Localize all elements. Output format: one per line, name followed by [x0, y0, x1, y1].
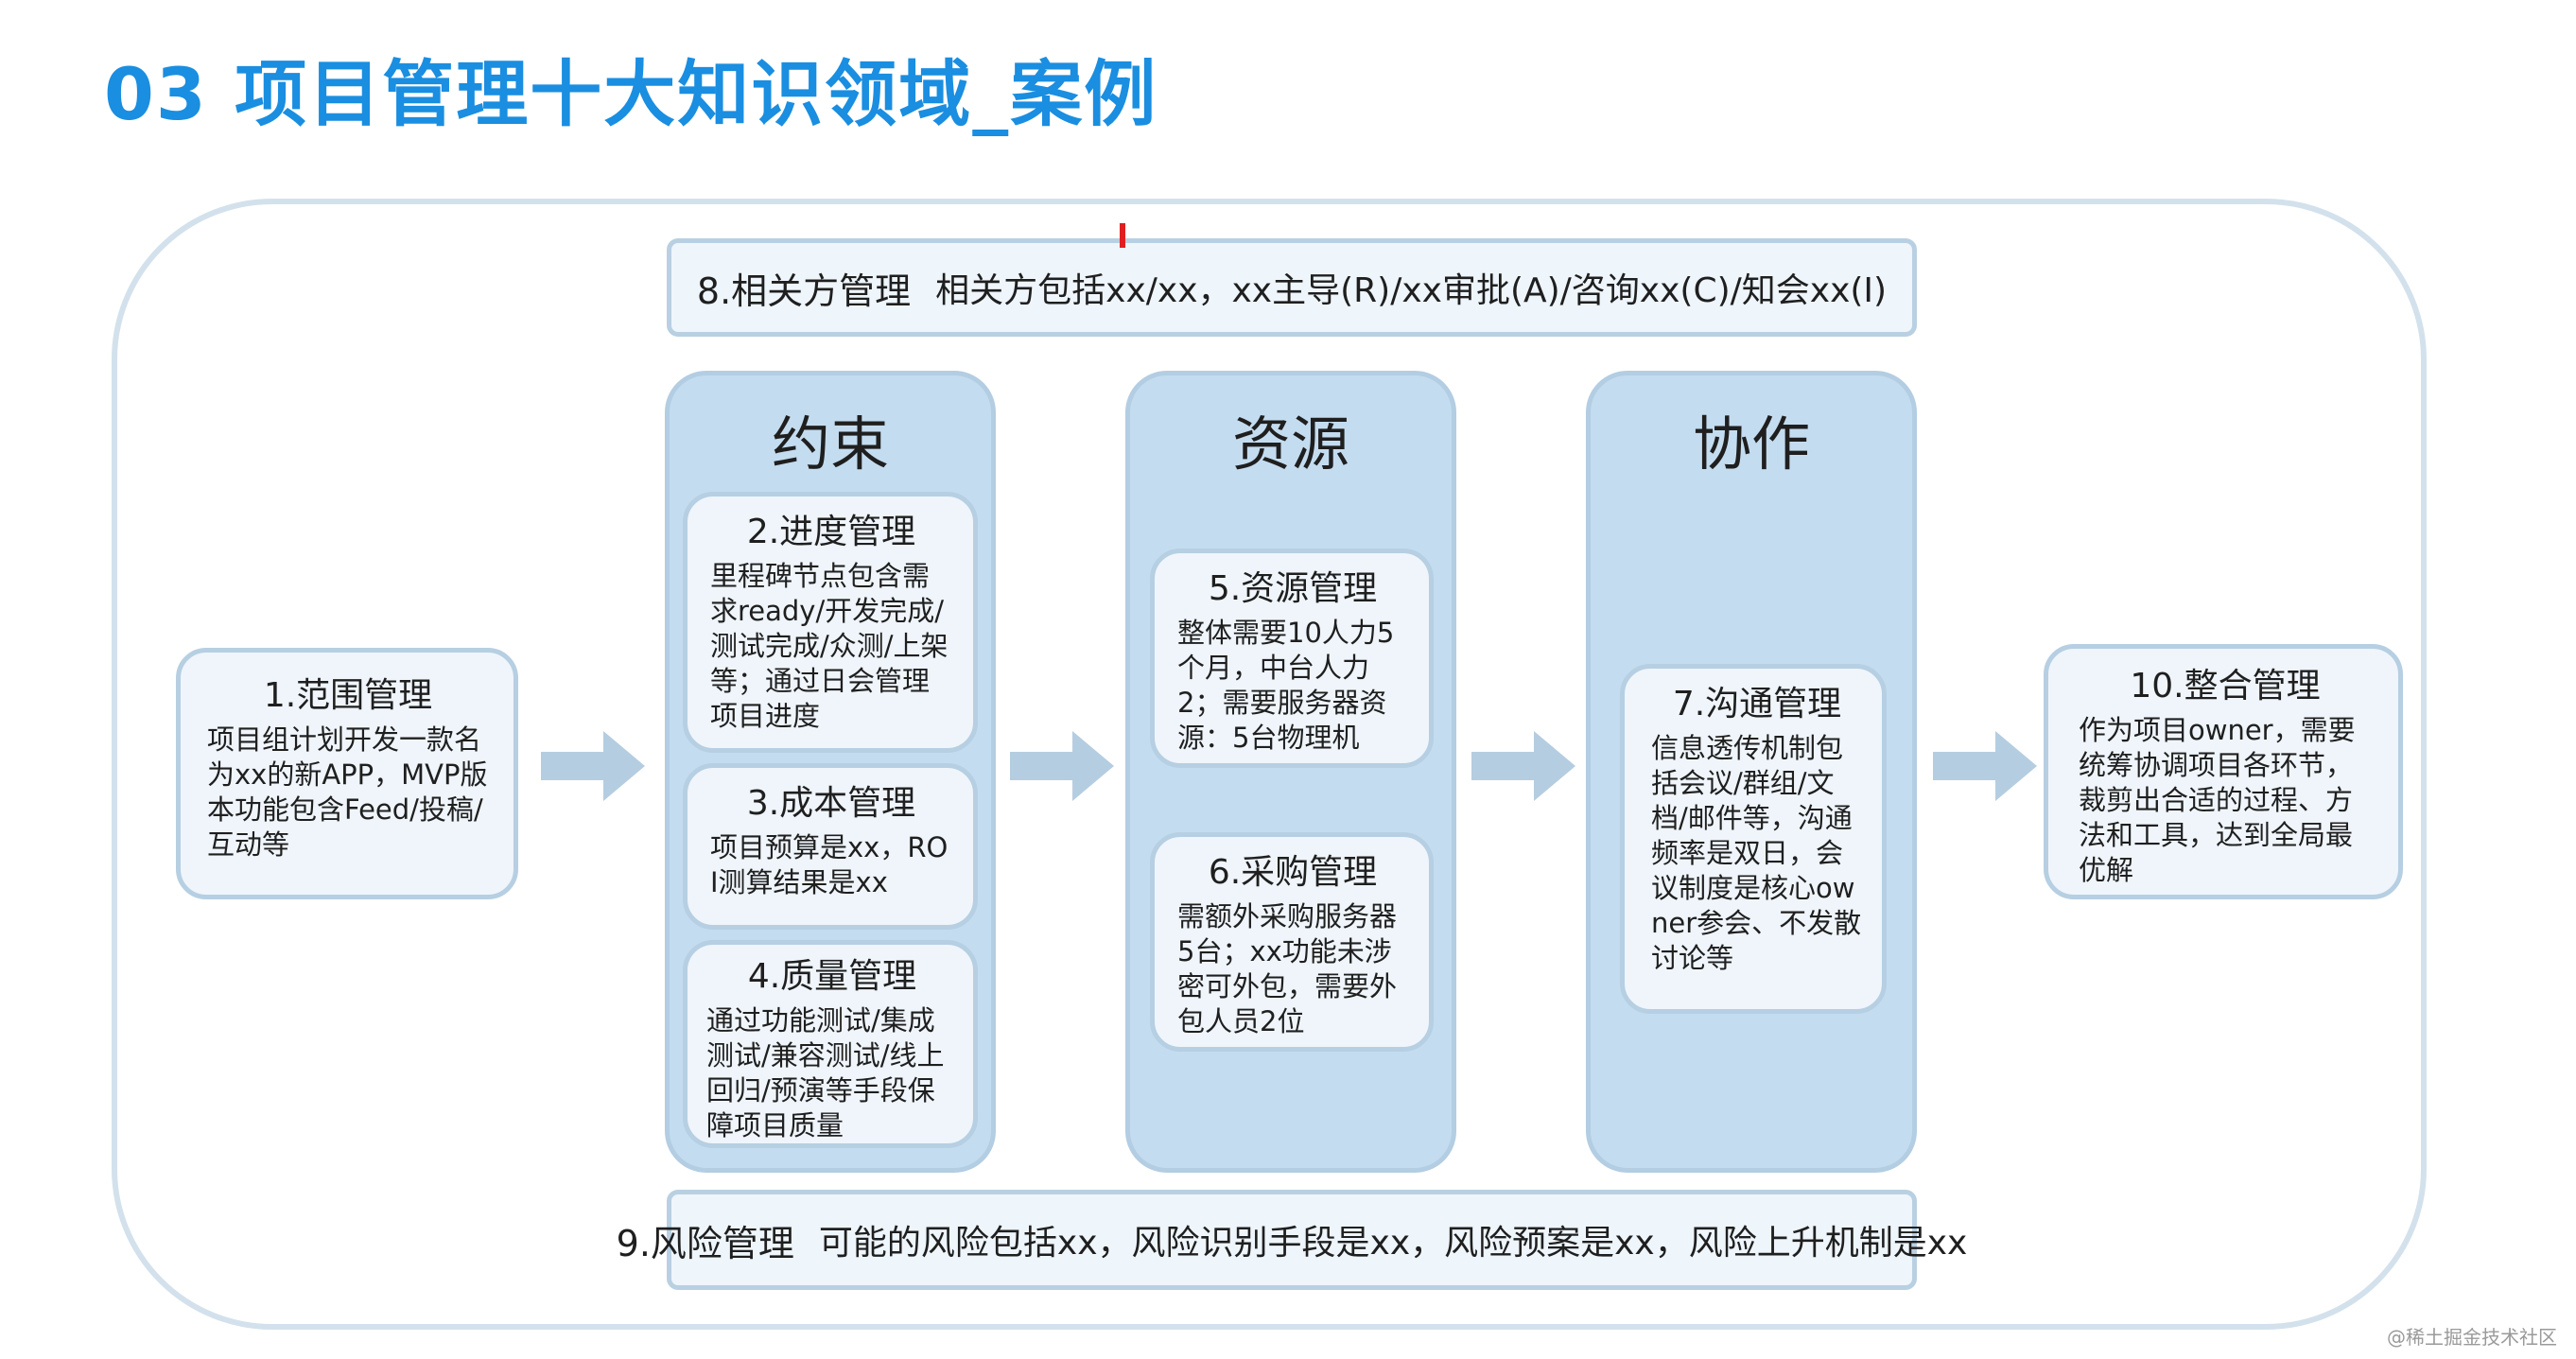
cost-title: 3.成本管理: [746, 784, 916, 823]
quality-body: 通过功能测试/集成测试/兼容测试/线上回归/预演等手段保障项目质量: [706, 1004, 945, 1141]
risk-label: 9.风险管理: [616, 1222, 794, 1264]
scope-title: 1.范围管理: [263, 676, 433, 715]
scope-body: 项目组计划开发一款名为xx的新APP，MVP版本功能包含Feed/投稿/互动等: [207, 723, 488, 861]
scope-management-card: 1.范围管理 项目组计划开发一款名为xx的新APP，MVP版本功能包含Feed/…: [176, 648, 518, 899]
collaboration-title: 协作: [1692, 409, 1810, 479]
arrow-right-icon: [1471, 731, 1575, 801]
stakeholder-label: 8.相关方管理: [696, 270, 912, 312]
communication-body: 信息透传机制包括会议/群组/文档/邮件等，沟通频率是双日，会议制度是核心owne…: [1651, 732, 1862, 974]
arrow-right-icon: [1010, 731, 1114, 801]
cost-body: 项目预算是xx，ROI测算结果是xx: [710, 831, 949, 898]
constraints-column: 约束 2.进度管理 里程碑节点包含需求ready/开发完成/测试完成/众测/上架…: [665, 371, 996, 1173]
schedule-management-card: 2.进度管理 里程碑节点包含需求ready/开发完成/测试完成/众测/上架等；通…: [683, 492, 978, 753]
risk-text: 可能的风险包括xx，风险识别手段是xx，风险预案是xx，风险上升机制是xx: [818, 1224, 1968, 1263]
resources-column: 资源 5.资源管理 整体需要10人力5个月，中台人力2；需要服务器资源：5台物理…: [1125, 371, 1456, 1173]
resource-body: 整体需要10人力5个月，中台人力2；需要服务器资源：5台物理机: [1177, 617, 1395, 754]
stakeholder-management-bar: 8.相关方管理 相关方包括xx/xx，xx主导(R)/xx审批(A)/咨询xx(…: [667, 238, 1917, 337]
arrow-right-icon: [1933, 731, 2037, 801]
resources-title: 资源: [1231, 409, 1349, 479]
communication-title: 7.沟通管理: [1672, 685, 1842, 723]
risk-management-bar: 9.风险管理 可能的风险包括xx，风险识别手段是xx，风险预案是xx，风险上升机…: [617, 1190, 1967, 1290]
cursor-marker: [1120, 223, 1125, 248]
cost-management-card: 3.成本管理 项目预算是xx，ROI测算结果是xx: [683, 763, 978, 930]
constraints-title: 约束: [771, 409, 889, 479]
communication-management-card: 7.沟通管理 信息透传机制包括会议/群组/文档/邮件等，沟通频率是双日，会议制度…: [1620, 664, 1887, 1014]
procurement-title: 6.采购管理: [1208, 853, 1378, 892]
resource-title: 5.资源管理: [1208, 569, 1378, 608]
integration-management-card: 10.整合管理 作为项目owner，需要统筹协调项目各环节，裁剪出合适的过程、方…: [2044, 644, 2403, 899]
knowledge-areas-frame: [112, 199, 2427, 1330]
procurement-management-card: 6.采购管理 需额外采购服务器5台；xx功能未涉密可外包，需要外包人员2位: [1150, 832, 1434, 1052]
quality-management-card: 4.质量管理 通过功能测试/集成测试/兼容测试/线上回归/预演等手段保障项目质量: [683, 940, 978, 1148]
schedule-body: 里程碑节点包含需求ready/开发完成/测试完成/众测/上架等；通过日会管理项目…: [710, 560, 949, 732]
arrow-right-icon: [541, 731, 645, 801]
stakeholder-text: 相关方包括xx/xx，xx主导(R)/xx审批(A)/咨询xx(C)/知会xx(…: [935, 271, 1888, 310]
page-title: 03 项目管理十大知识领域_案例: [104, 52, 1158, 136]
collaboration-column: 协作 7.沟通管理 信息透传机制包括会议/群组/文档/邮件等，沟通频率是双日，会…: [1586, 371, 1917, 1173]
quality-title: 4.质量管理: [747, 957, 917, 996]
watermark: @稀土掘金技术社区: [2387, 1326, 2557, 1349]
integration-body: 作为项目owner，需要统筹协调项目各环节，裁剪出合适的过程、方法和工具，达到全…: [2079, 714, 2356, 886]
schedule-title: 2.进度管理: [746, 513, 916, 551]
procurement-body: 需额外采购服务器5台；xx功能未涉密可外包，需要外包人员2位: [1177, 900, 1398, 1037]
resource-management-card: 5.资源管理 整体需要10人力5个月，中台人力2；需要服务器资源：5台物理机: [1150, 549, 1434, 768]
integration-title: 10.整合管理: [2130, 667, 2321, 706]
